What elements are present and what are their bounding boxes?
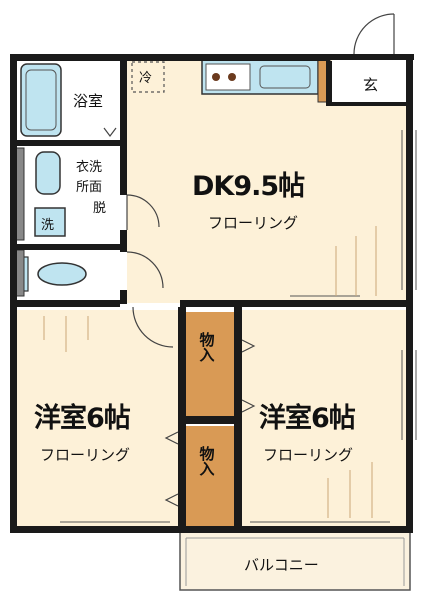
washroom-label-3: 脱 <box>93 201 107 216</box>
bath-label: 浴室 <box>73 92 104 110</box>
dk-room-name: DK9.5帖 <box>192 171 305 202</box>
washer-label: 洗 <box>41 218 55 233</box>
flooring-marks <box>43 226 377 518</box>
western-left-room-name: 洋室6帖 <box>34 403 131 434</box>
washroom-label-2: 所面 <box>76 180 103 195</box>
closet-lower-floor <box>186 426 234 528</box>
western-left-floor <box>14 310 181 528</box>
western-left-floor-label: フローリング <box>40 446 131 464</box>
closet-upper-label: 物入 <box>197 332 216 362</box>
closet-lower-label: 物入 <box>197 446 216 476</box>
entrance-floor <box>332 58 410 106</box>
toilet <box>37 262 87 286</box>
washroom-label-1: 衣洗 <box>76 160 103 175</box>
western-right-floor <box>238 310 410 528</box>
walls <box>10 54 414 533</box>
fridge-space <box>131 61 165 93</box>
doors <box>103 13 395 507</box>
wash-basin <box>35 151 61 195</box>
washer-space <box>34 207 66 237</box>
windows <box>60 130 417 523</box>
western-right-floor-label: フローリング <box>263 446 354 464</box>
dk-floor-label: フローリング <box>208 214 299 232</box>
western-right-room-name: 洋室6帖 <box>259 403 356 434</box>
balcony-floor <box>179 531 411 591</box>
balcony-label: バルコニー <box>244 556 319 574</box>
bathtub <box>20 63 62 137</box>
closet-upper-floor <box>186 312 234 416</box>
fridge-label: 冷 <box>139 71 153 86</box>
entrance-label: 玄 <box>363 76 379 94</box>
